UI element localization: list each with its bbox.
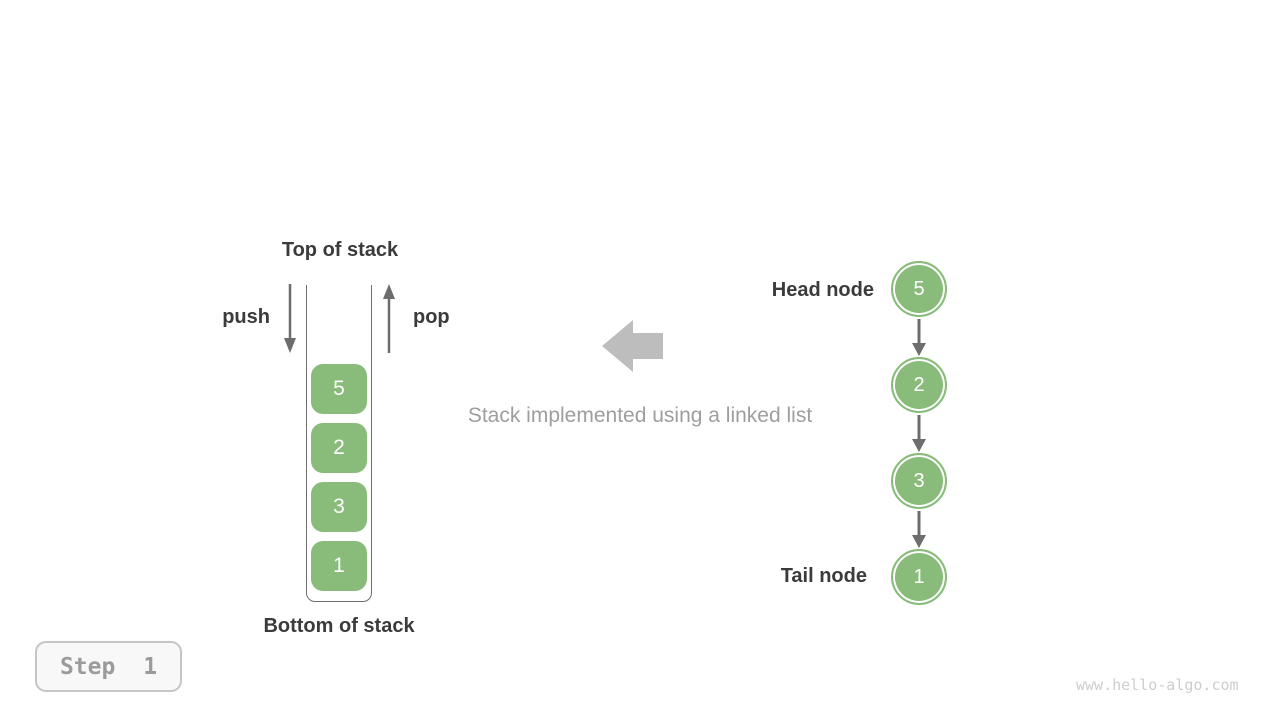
list-node: 5 — [891, 261, 947, 317]
top-of-stack-label: Top of stack — [281, 239, 399, 261]
tail-node-label: Tail node — [780, 565, 867, 587]
push-label: push — [222, 306, 270, 328]
stack-item: 2 — [311, 423, 367, 473]
step-badge-label: Step 1 — [59, 653, 158, 680]
pop-up-arrow-icon — [383, 284, 395, 353]
list-link-arrow-icon — [912, 415, 926, 452]
caption: Stack implemented using a linked list — [467, 404, 813, 427]
left-block-arrow-icon — [602, 320, 663, 372]
list-node: 2 — [891, 357, 947, 413]
stack-container — [306, 285, 372, 602]
list-link-arrow-icon — [912, 319, 926, 356]
stack-item: 5 — [311, 364, 367, 414]
pop-label: pop — [413, 306, 450, 328]
push-down-arrow-icon — [284, 284, 296, 353]
list-link-arrow-icon — [912, 511, 926, 548]
stack-item: 1 — [311, 541, 367, 591]
head-node-label: Head node — [771, 279, 874, 301]
watermark: www.hello-algo.com — [1076, 676, 1239, 694]
stack-item: 3 — [311, 482, 367, 532]
step-badge: Step 1 — [35, 641, 182, 692]
bottom-of-stack-label: Bottom of stack — [263, 615, 415, 637]
list-node: 3 — [891, 453, 947, 509]
list-node: 1 — [891, 549, 947, 605]
